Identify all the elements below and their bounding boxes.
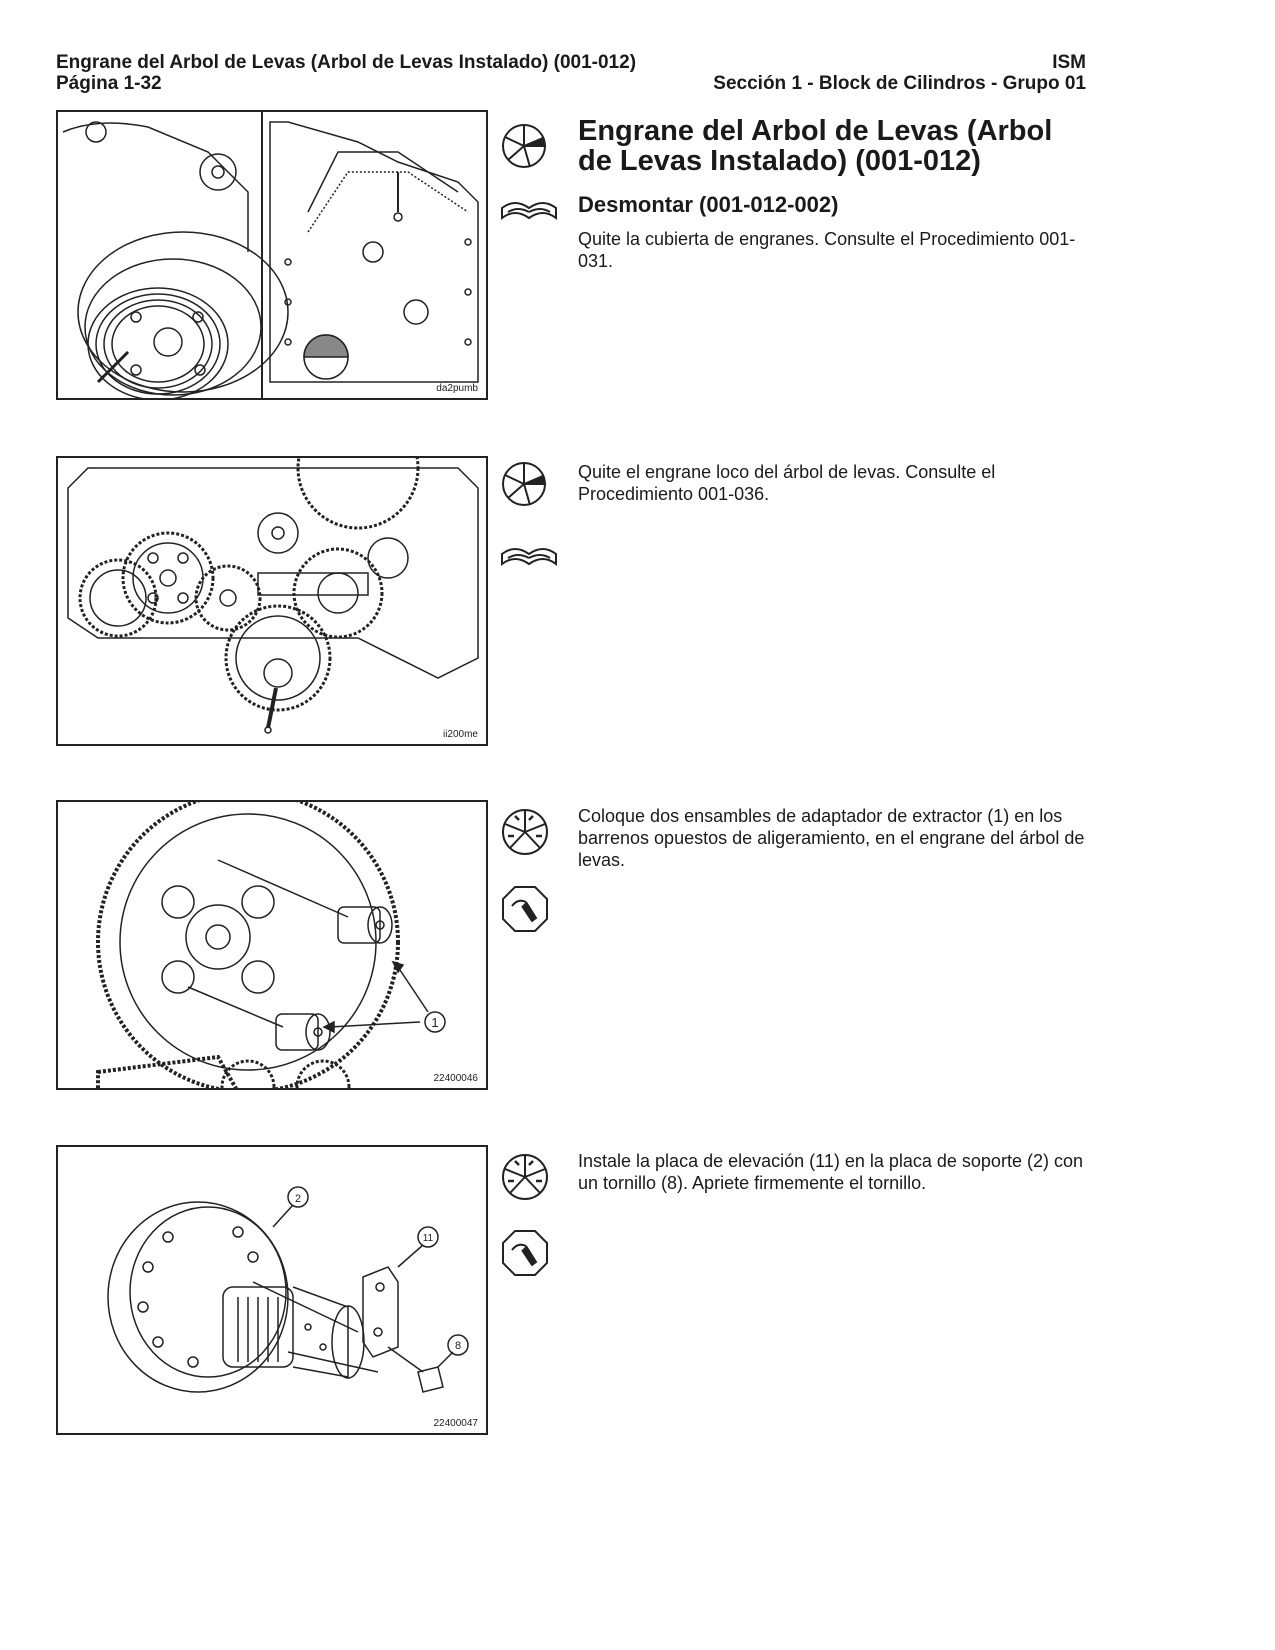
tool-icon (502, 1230, 548, 1276)
callout-1: 1 (431, 1015, 438, 1030)
manual-icon (501, 202, 557, 221)
step-4-text: Instale la placa de elevación (11) en la… (578, 1150, 1088, 1194)
header-section: Sección 1 - Block de Cilindros - Grupo 0… (713, 73, 1086, 94)
header-title: Engrane del Arbol de Levas (Arbol de Lev… (56, 52, 637, 73)
callout-2: 2 (295, 1193, 301, 1205)
figure-gear-cover: da2pumb (56, 110, 488, 400)
figure-id: ii200me (442, 729, 478, 740)
tool-icon (502, 886, 548, 932)
arrow-wheel-icon (502, 1154, 548, 1200)
wheel-icon (502, 462, 547, 506)
step-text: Coloque dos ensambles de adaptador de ex… (578, 806, 1085, 870)
header-page: Página 1-32 (56, 73, 162, 94)
manual-icon (501, 548, 557, 567)
step-text: Quite el engrane loco del árbol de levas… (578, 462, 996, 504)
figure-id: 22400046 (433, 1073, 479, 1084)
arrow-wheel-icon (502, 809, 548, 855)
figure-idler-gear: ii200me (56, 456, 488, 746)
section-subtitle: Desmontar (001-012-002) (578, 192, 839, 217)
callout-8: 8 (455, 1340, 461, 1352)
header-engine: ISM (1052, 52, 1086, 73)
page-header: Engrane del Arbol de Levas (Arbol de Lev… (56, 52, 1086, 94)
step-1-text: Engrane del Arbol de Levas (Arbol de Lev… (578, 116, 1088, 272)
section-title: Engrane del Arbol de Levas (Arbol de Lev… (578, 115, 1053, 177)
step-text: Quite la cubierta de engranes. Consulte … (578, 229, 1076, 271)
figure-lifting-plate: 2 11 8 22400047 (56, 1145, 488, 1435)
figure-id: da2pumb (436, 383, 478, 394)
figure-puller-adapters: 1 22400046 (56, 800, 488, 1090)
step-text: Instale la placa de elevación (11) en la… (578, 1151, 1083, 1193)
callout-11: 11 (423, 1233, 434, 1244)
step-3-text: Coloque dos ensambles de adaptador de ex… (578, 805, 1088, 871)
step-2-text: Quite el engrane loco del árbol de levas… (578, 461, 1088, 505)
figure-id: 22400047 (433, 1418, 479, 1429)
wheel-icon (502, 124, 547, 168)
